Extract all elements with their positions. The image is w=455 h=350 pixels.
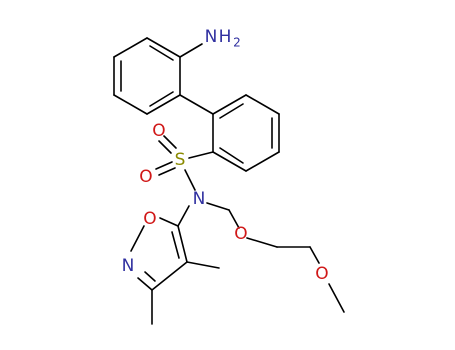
bond (188, 151, 214, 159)
atom-label-isoxazole-o: O (143, 209, 156, 229)
bond (113, 94, 148, 115)
bond (179, 43, 203, 58)
bond (309, 246, 320, 264)
bond (228, 209, 240, 229)
bond (219, 103, 244, 119)
bond (212, 94, 247, 115)
atom-label-amine-h: H (219, 27, 232, 47)
bond (245, 94, 280, 115)
atom-label-sulfonyl-oxygen-upper: O (152, 121, 165, 141)
atom-label-ether-oxygen-2: O (315, 264, 328, 284)
bond (149, 91, 174, 107)
bond (186, 261, 220, 269)
atom-label-ether-oxygen-1: O (234, 224, 247, 244)
bond (151, 261, 188, 291)
bond (113, 37, 148, 58)
bond (328, 283, 345, 313)
bond (158, 140, 172, 154)
bond (155, 161, 173, 170)
atom-label-sulfonyl-oxygen-left: O (139, 167, 152, 187)
bond (158, 167, 176, 176)
atom-labels: N H 2 S O O N O N O O (122, 27, 329, 284)
bond (179, 94, 214, 115)
atom-label-isoxazole-n: N (122, 256, 135, 276)
bond (144, 271, 156, 282)
bond (177, 205, 190, 227)
atom-label-sulfur: S (175, 150, 186, 170)
bonds (113, 37, 345, 325)
bond (212, 151, 247, 172)
bond (184, 169, 196, 191)
bond (159, 217, 179, 227)
bond (137, 277, 153, 291)
bond (177, 225, 188, 263)
bond (171, 231, 180, 259)
bond (206, 202, 230, 211)
bond (219, 147, 244, 164)
atom-label-sulfonamide-n: N (193, 189, 206, 209)
bond (245, 151, 280, 172)
bond (146, 37, 181, 58)
bond (246, 237, 278, 248)
atom-label-amine-subscript: 2 (233, 36, 241, 50)
bond (146, 94, 181, 115)
atom-label-amine-n: N (205, 27, 218, 47)
bond (163, 135, 177, 149)
bond (149, 45, 174, 61)
bond (130, 225, 145, 252)
